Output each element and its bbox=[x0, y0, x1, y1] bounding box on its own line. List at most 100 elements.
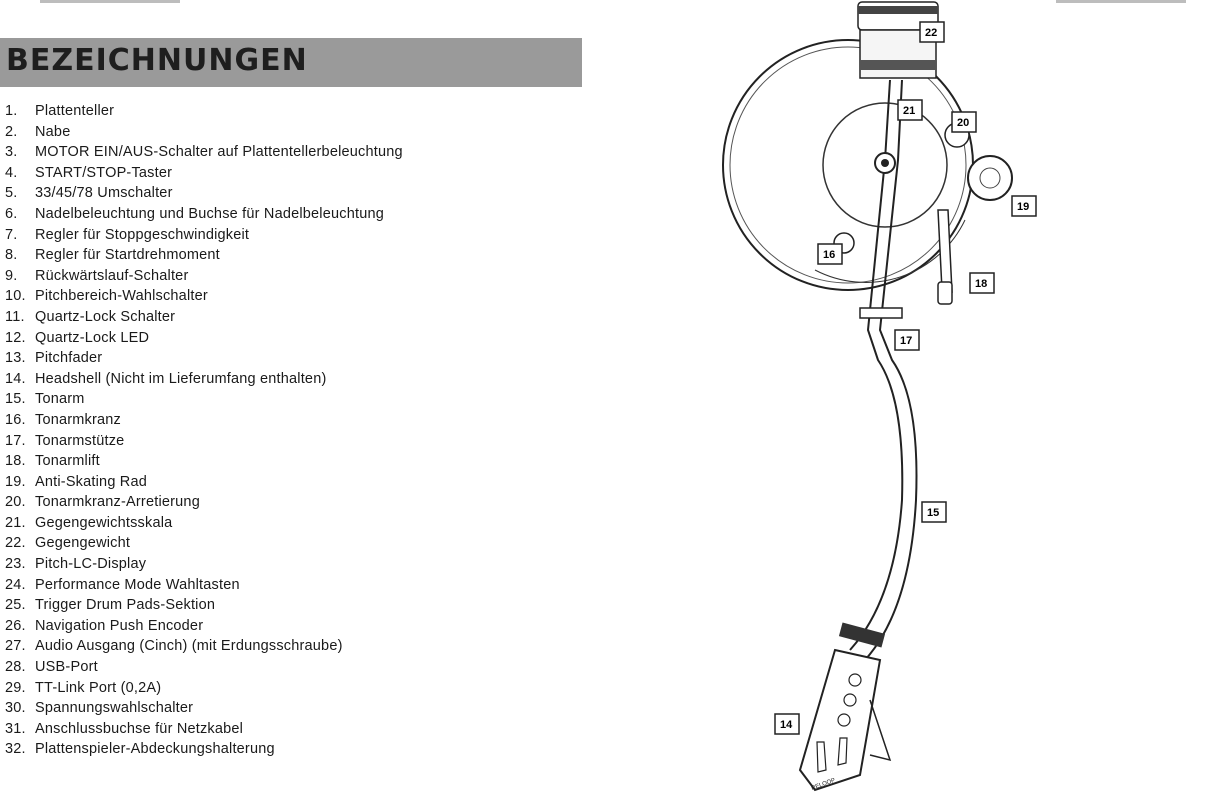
list-item-text: 33/45/78 Umschalter bbox=[35, 185, 173, 202]
label-14: 14 bbox=[774, 713, 800, 735]
page-title: BEZEICHNUNGEN bbox=[6, 43, 308, 78]
list-item-number: 9. bbox=[5, 267, 18, 284]
list-item: 15.Tonarm bbox=[5, 389, 565, 410]
svg-text:18: 18 bbox=[975, 278, 987, 290]
list-item-number: 16. bbox=[5, 411, 26, 428]
list-item: 7. Regler für Stoppgeschwindigkeit bbox=[5, 225, 565, 246]
list-item-text: Regler für Stoppgeschwindigkeit bbox=[35, 226, 250, 243]
list-item-number: 17. bbox=[5, 432, 26, 449]
arm-lift-lever bbox=[937, 209, 953, 293]
headshell bbox=[798, 648, 882, 792]
headshell-slot-left bbox=[816, 741, 827, 773]
arm-base-plate bbox=[822, 102, 948, 228]
list-item-number: 14. bbox=[5, 370, 26, 387]
list-item-number: 6. bbox=[5, 205, 18, 222]
svg-text:17: 17 bbox=[900, 335, 912, 347]
list-item: 28. USB-Port bbox=[5, 657, 565, 678]
list-item-text: Anti-Skating Rad bbox=[35, 473, 148, 490]
label-20: 20 bbox=[951, 111, 977, 133]
svg-text:22: 22 bbox=[925, 27, 937, 39]
list-item: 2.Nabe bbox=[5, 122, 565, 143]
headshell-hole-3 bbox=[837, 713, 851, 727]
anti-skating-hub bbox=[979, 167, 1001, 189]
svg-text:20: 20 bbox=[957, 117, 969, 129]
label-21: 21 bbox=[897, 99, 923, 121]
headshell-slot-right bbox=[837, 737, 848, 766]
list-item: 19.Anti-Skating Rad bbox=[5, 472, 565, 493]
arm-rest bbox=[859, 307, 903, 319]
list-item-text: Audio Ausgang (Cinch) (mit Erdungsschrau… bbox=[35, 638, 343, 655]
svg-text:15: 15 bbox=[927, 507, 939, 519]
list-item: 1.Plattenteller bbox=[5, 101, 565, 122]
top-rule-right bbox=[1056, 0, 1186, 3]
list-item: 29.TT-Link Port (0,2A) bbox=[5, 678, 565, 699]
svg-text:21: 21 bbox=[903, 105, 915, 117]
list-item-text: Tonarmkranz-Arretierung bbox=[35, 494, 200, 511]
list-item-text: Pitchbereich-Wahlschalter bbox=[35, 288, 208, 305]
list-item-number: 23. bbox=[5, 556, 26, 573]
label-16: 16 bbox=[817, 243, 843, 265]
list-item-text: Regler für Startdrehmoment bbox=[35, 247, 220, 264]
list-item-number: 25. bbox=[5, 597, 26, 614]
list-item: 22. Gegengewicht bbox=[5, 533, 565, 554]
list-item-number: 22. bbox=[5, 535, 26, 552]
list-item-number: 7. bbox=[5, 226, 18, 243]
list-item-text: Performance Mode Wahltasten bbox=[35, 576, 240, 593]
list-item: 18.Tonarmlift bbox=[5, 451, 565, 472]
label-19: 19 bbox=[1011, 195, 1037, 217]
list-item-text: Nadelbeleuchtung und Buchse für Nadelbel… bbox=[35, 205, 384, 222]
label-22: 22 bbox=[919, 21, 945, 43]
list-item-text: Plattenteller bbox=[35, 103, 115, 119]
list-item-number: 30. bbox=[5, 700, 26, 717]
list-item-text: Headshell (Nicht im Lieferumfang enthalt… bbox=[35, 370, 327, 387]
headshell-finger-lift bbox=[869, 699, 892, 762]
list-item-number: 2. bbox=[5, 123, 18, 140]
list-item-text: Navigation Push Encoder bbox=[35, 617, 204, 634]
list-item: 3. MOTOR EIN/AUS-Schalter auf Plattentell… bbox=[5, 142, 565, 163]
list-item: 12.Quartz-Lock LED bbox=[5, 328, 565, 349]
list-item: 5. 33/45/78 Umschalter bbox=[5, 183, 565, 204]
list-item-text: TT-Link Port (0,2A) bbox=[35, 679, 162, 696]
list-item-text: Tonarmstütze bbox=[35, 432, 125, 449]
list-item-text: Rückwärtslauf-Schalter bbox=[35, 267, 189, 284]
list-item-text: USB-Port bbox=[35, 659, 98, 676]
list-item-number: 26. bbox=[5, 617, 26, 634]
list-item-number: 32. bbox=[5, 741, 26, 758]
list-item-number: 20. bbox=[5, 494, 26, 511]
section-header: BEZEICHNUNGEN bbox=[0, 38, 582, 87]
list-item-number: 12. bbox=[5, 329, 26, 346]
list-item-text: Plattenspieler-Abdeckungshalterung bbox=[35, 741, 275, 758]
list-item: 16.Tonarmkranz bbox=[5, 410, 565, 431]
tonearm-tube-left bbox=[849, 79, 904, 651]
label-17: 17 bbox=[894, 329, 920, 351]
list-item-number: 24. bbox=[5, 576, 26, 593]
list-item-number: 3. bbox=[5, 144, 18, 161]
list-item: 6. Nadelbeleuchtung und Buchse für Nadelb… bbox=[5, 204, 565, 225]
label-18: 18 bbox=[969, 272, 995, 294]
top-rule-left bbox=[40, 0, 180, 3]
headshell-hole-1 bbox=[848, 673, 862, 687]
list-item: 14. Headshell (Nicht im Lieferumfang enth… bbox=[5, 369, 565, 390]
list-item: 21.Gegengewichtsskala bbox=[5, 513, 565, 534]
list-item: 26. Navigation Push Encoder bbox=[5, 616, 565, 637]
pivot-center bbox=[881, 159, 889, 167]
list-item: 32. Plattenspieler-Abdeckungshalterung bbox=[5, 739, 565, 760]
list-item-text: MOTOR EIN/AUS-Schalter auf Plattenteller… bbox=[35, 144, 403, 161]
list-item-number: 28. bbox=[5, 659, 26, 676]
list-item-text: Gegengewicht bbox=[35, 535, 131, 552]
headshell-connector bbox=[838, 622, 886, 648]
list-item-number: 31. bbox=[5, 720, 26, 737]
list-item: 27. Audio Ausgang (Cinch) (mit Erdungssch… bbox=[5, 636, 565, 657]
list-item: 24. Performance Mode Wahltasten bbox=[5, 575, 565, 596]
list-item: 10. Pitchbereich-Wahlschalter bbox=[5, 286, 565, 307]
counterweight-ring bbox=[860, 60, 936, 70]
list-item-text: Spannungswahlschalter bbox=[35, 700, 194, 717]
list-item: 23.Pitch-LC-Display bbox=[5, 554, 565, 575]
list-item-text: Gegengewichtsskala bbox=[35, 514, 173, 531]
list-item-number: 4. bbox=[5, 164, 18, 181]
list-item-number: 10. bbox=[5, 288, 26, 305]
list-item-text: Anschlussbuchse für Netzkabel bbox=[35, 720, 244, 737]
list-item-number: 27. bbox=[5, 638, 26, 655]
list-item-number: 5. bbox=[5, 185, 18, 202]
